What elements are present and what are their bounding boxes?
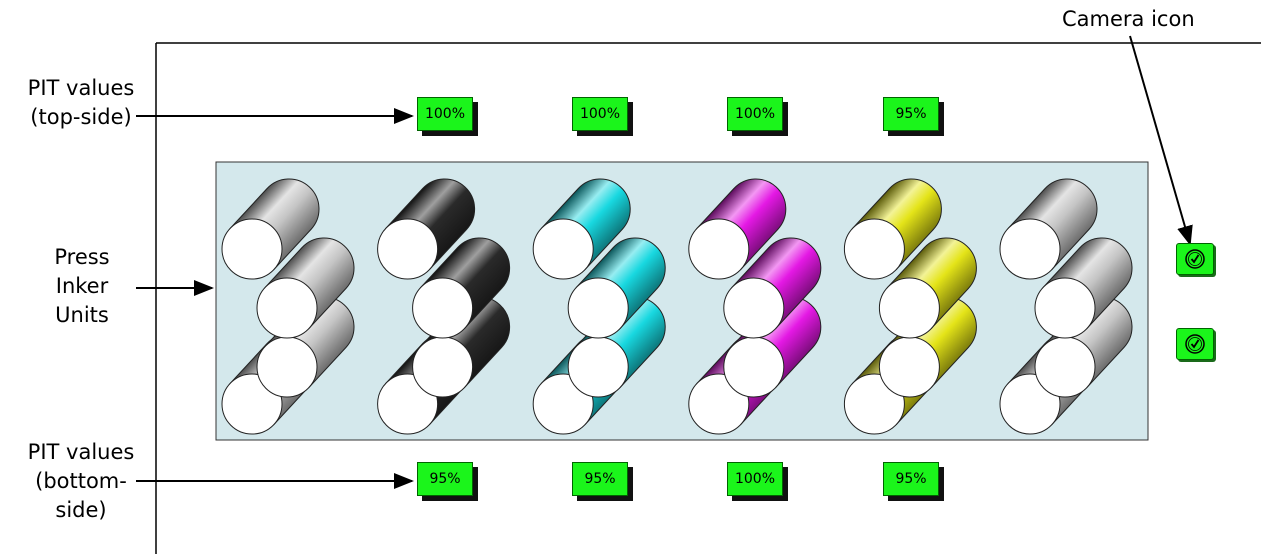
roller-face (878, 277, 940, 339)
inker-unit-cyan (532, 178, 666, 435)
pit-top-value-2[interactable]: 100% (572, 97, 628, 131)
pit-top-value-1[interactable]: 100% (417, 97, 473, 131)
pit-top-label: PIT values (top-side) (0, 74, 162, 132)
press-inker-label-line: Inker (55, 274, 109, 298)
inker-unit-silver (221, 178, 355, 435)
roller (878, 296, 977, 398)
roller (256, 237, 355, 339)
roller-face (723, 336, 785, 398)
inker-unit-silver (999, 178, 1133, 435)
inker-unit-yellow (843, 178, 977, 435)
roller-face (567, 336, 629, 398)
roller (377, 178, 476, 280)
roller (256, 296, 355, 398)
roller (1034, 296, 1133, 398)
inker-unit-black (377, 178, 511, 435)
roller (532, 178, 631, 280)
roller (412, 296, 511, 398)
press-inker-label: Press Inker Units (42, 243, 122, 330)
roller (843, 178, 942, 280)
roller (567, 237, 666, 339)
roller-face (412, 277, 474, 339)
inker-panel (215, 161, 1149, 441)
roller (999, 178, 1098, 280)
roller-face (221, 218, 283, 280)
camera-button-1[interactable] (1176, 243, 1214, 275)
pit-bottom-label-line: side) (55, 498, 107, 522)
camera-button-2[interactable] (1176, 328, 1214, 360)
roller-face (377, 218, 439, 280)
roller-face (1034, 277, 1096, 339)
check-icon (1185, 334, 1205, 354)
pit-top-label-line: (top-side) (30, 105, 132, 129)
roller-face (412, 336, 474, 398)
roller-face (256, 336, 318, 398)
pit-bottom-value-3[interactable]: 100% (727, 462, 783, 496)
roller (723, 237, 822, 339)
roller-face (1034, 336, 1096, 398)
pit-bottom-value-1[interactable]: 95% (417, 462, 473, 496)
roller (688, 178, 787, 280)
roller (567, 296, 666, 398)
roller (412, 237, 511, 339)
roller-face (256, 277, 318, 339)
pit-bottom-label-line: (bottom- (35, 469, 127, 493)
camera-icon-arrow (1129, 35, 1193, 246)
roller (1034, 237, 1133, 339)
pit-bottom-label: PIT values (bottom- side) (0, 438, 162, 525)
press-inker-label-line: Units (55, 303, 109, 327)
roller-face (688, 218, 750, 280)
roller-face (999, 218, 1061, 280)
roller-face (843, 218, 905, 280)
roller (221, 178, 320, 280)
roller-face (723, 277, 785, 339)
roller (723, 296, 822, 398)
pit-bottom-label-line: PIT values (27, 440, 135, 464)
press-inker-label-line: Press (54, 245, 110, 269)
roller (878, 237, 977, 339)
pit-top-value-4[interactable]: 95% (883, 97, 939, 131)
roller-face (567, 277, 629, 339)
pit-top-value-3[interactable]: 100% (727, 97, 783, 131)
pit-bottom-value-4[interactable]: 95% (883, 462, 939, 496)
pit-top-label-line: PIT values (27, 76, 135, 100)
pit-bottom-value-2[interactable]: 95% (572, 462, 628, 496)
roller-face (532, 218, 594, 280)
roller-face (878, 336, 940, 398)
inker-unit-magenta (688, 178, 822, 435)
check-icon (1185, 249, 1205, 269)
camera-icon-label: Camera icon (1062, 7, 1195, 31)
